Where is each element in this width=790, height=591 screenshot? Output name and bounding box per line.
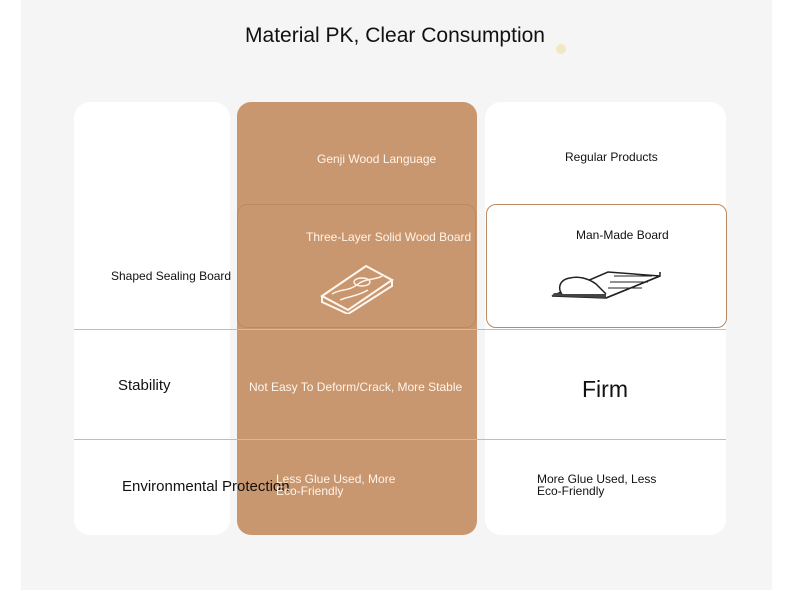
row-divider-2 [74,439,726,440]
row-divider-1 [74,329,726,330]
row-environment-middle: Less Glue Used, More Eco-Friendly [276,472,396,498]
middle-material-label: Three-Layer Solid Wood Board [306,230,472,244]
left-column-header: Shaped Sealing Board [111,269,232,283]
highlight-column [237,102,477,535]
right-brand-label: Regular Products [565,150,658,164]
row-stability-right: Firm [582,376,628,402]
middle-brand-label: Genji Wood Language [317,152,437,166]
right-material-label: Man-Made Board [576,228,669,242]
sparkle-decoration [556,44,566,54]
left-column-card [74,102,230,535]
row-label-environment: Environmental Protection [122,478,290,495]
row-stability-middle: Not Easy To Deform/Crack, More Stable [249,380,463,394]
wood-board-icon [320,264,394,314]
row-environment-right: More Glue Used, Less Eco-Friendly [537,472,657,498]
plywood-sheet-icon [551,271,661,299]
middle-material-card [237,204,476,328]
page-title: Material PK, Clear Consumption [245,24,545,47]
right-material-card [486,204,727,328]
row-label-stability: Stability [118,377,171,394]
